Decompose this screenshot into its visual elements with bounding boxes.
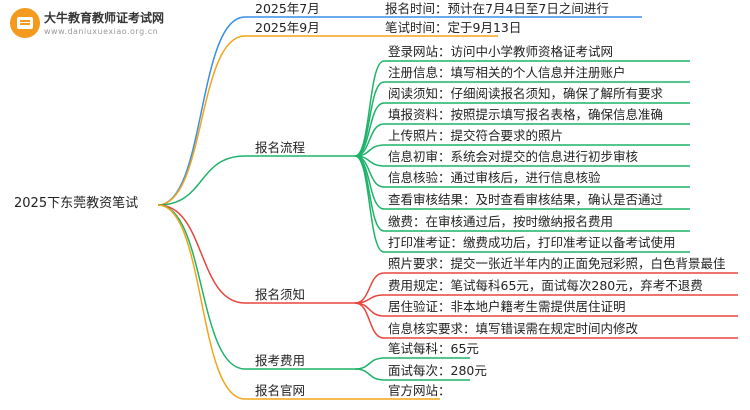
branch-connector-fee xyxy=(157,204,355,370)
branch-connector-notice xyxy=(157,204,355,304)
branch-connector-jul xyxy=(157,16,355,206)
leaf-node-sep: 笔试时间：定于9月13日 xyxy=(385,20,522,35)
leaf-node-jul: 报名时间：预计在7月4日至7日之间进行 xyxy=(385,1,609,16)
leaf-connector-notice-0 xyxy=(354,272,738,304)
leaf-node-process: 查看审核结果：及时查看审核结果，确认是否通过 xyxy=(388,192,664,207)
leaf-node-process: 信息初审：系统会对提交的信息进行初步审核 xyxy=(388,149,639,164)
branch-node-sep: 2025年9月 xyxy=(255,20,320,35)
leaf-connector-process-2 xyxy=(354,102,690,157)
site-logo: 大牛教育教师证考试网 www.daniuxuexiao.org.cn xyxy=(10,6,185,46)
leaf-node-notice: 照片要求：提交一张近半年内的正面免冠彩照，白色背景最佳 xyxy=(388,256,726,271)
leaf-node-site: 官方网站： xyxy=(388,383,451,398)
leaf-node-notice: 信息核实要求：填写错误需在规定时间内修改 xyxy=(388,321,639,336)
leaf-connector-fee-1 xyxy=(354,368,470,381)
logo-title: 大牛教育教师证考试网 xyxy=(44,11,165,25)
leaf-node-process: 信息核验：通过审核后，进行信息核验 xyxy=(388,170,601,185)
logo-url: www.daniuxuexiao.org.cn xyxy=(44,27,159,36)
branch-connector-sep xyxy=(157,35,355,206)
branch-node-process: 报名流程 xyxy=(255,140,306,155)
leaf-connector-process-9 xyxy=(354,155,690,253)
leaf-node-process: 阅读须知：仔细阅读报名须知，确保了解所有要求 xyxy=(388,86,664,101)
leaf-node-notice: 费用规定：笔试每科65元，面试每次280元，弃考不退费 xyxy=(388,278,703,293)
leaf-node-process: 注册信息：填写相关的个人信息并注册账户 xyxy=(388,65,626,80)
branch-node-fee: 报考费用 xyxy=(255,353,306,368)
leaf-node-process: 填报资料：按照提示填写报名表格，确保信息准确 xyxy=(388,107,664,122)
branch-node-notice: 报名须知 xyxy=(255,287,306,302)
leaf-node-notice: 居住验证：非本地户籍考生需提供居住证明 xyxy=(388,299,626,314)
branch-connector-site xyxy=(157,204,355,400)
leaf-node-process: 登录网站：访问中小学教师资格证考试网 xyxy=(388,44,614,59)
leaf-node-process: 打印准考证：缴费成功后，打印准考证以备考试使用 xyxy=(388,235,676,250)
branch-node-jul: 2025年7月 xyxy=(255,1,320,16)
leaf-node-fee: 面试每次：280元 xyxy=(388,363,487,378)
leaf-node-process: 上传照片：提交符合要求的照片 xyxy=(388,128,564,143)
root-node: 2025下东莞教资笔试 xyxy=(14,196,139,211)
leaf-connector-process-1 xyxy=(354,81,690,157)
leaf-connector-process-0 xyxy=(354,60,690,157)
book-icon xyxy=(10,8,40,38)
branch-node-site: 报名官网 xyxy=(255,383,306,398)
leaf-connector-notice-3 xyxy=(354,302,738,339)
leaf-node-process: 缴费：在审核通过后，按时缴纳报名费用 xyxy=(388,214,614,229)
leaf-node-fee: 笔试每科：65元 xyxy=(388,341,479,356)
branch-connector-process xyxy=(157,155,355,206)
